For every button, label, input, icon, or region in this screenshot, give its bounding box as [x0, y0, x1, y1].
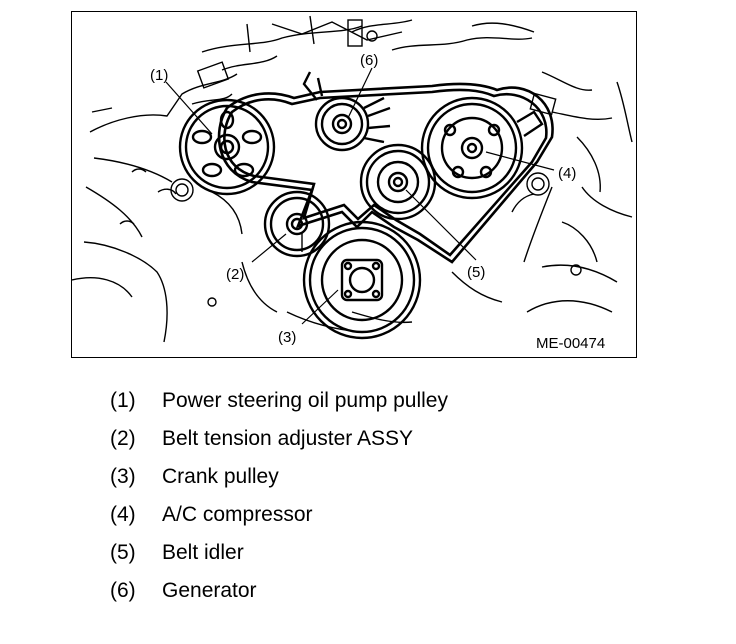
generator-pulley: [302, 71, 391, 152]
callout-5: (5): [467, 264, 485, 281]
legend-number: (6): [110, 579, 136, 602]
legend-label: Belt idler: [162, 541, 244, 564]
callout-2: (2): [226, 266, 244, 283]
legend-item: (3) Crank pulley: [110, 462, 448, 500]
power-steering-pulley: [178, 98, 276, 196]
legend-list: (1) Power steering oil pump pulley (2) B…: [110, 386, 448, 614]
callout-leaders: [165, 67, 555, 325]
legend-number: (3): [110, 465, 136, 488]
legend-label: A/C compressor: [162, 503, 313, 526]
legend-label: Generator: [162, 579, 257, 602]
belt-idler-pulley: [359, 143, 437, 221]
belt-routing-diagram: (1) (2) (3) (4) (5) (6) ME-00474: [71, 11, 637, 358]
engine-background: [72, 15, 633, 343]
legend-number: (1): [110, 389, 136, 412]
callout-6: (6): [360, 52, 378, 69]
legend-item: (4) A/C compressor: [110, 500, 448, 538]
legend-number: (4): [110, 503, 136, 526]
legend-number: (2): [110, 427, 136, 450]
figure-code: ME-00474: [536, 335, 605, 352]
legend-label: Belt tension adjuster ASSY: [162, 427, 413, 450]
legend-number: (5): [110, 541, 136, 564]
callout-4: (4): [558, 165, 576, 182]
legend-item: (5) Belt idler: [110, 538, 448, 576]
ac-compressor-pulley: [420, 96, 544, 200]
callout-1: (1): [150, 67, 168, 84]
legend-item: (2) Belt tension adjuster ASSY: [110, 424, 448, 462]
legend-item: (6) Generator: [110, 576, 448, 614]
diagram-drawing: (1) (2) (3) (4) (5) (6) ME-00474: [72, 15, 633, 352]
legend-item: (1) Power steering oil pump pulley: [110, 386, 448, 424]
legend-label: Crank pulley: [162, 465, 279, 488]
tension-adjuster-pulley: [263, 190, 331, 258]
crank-pulley: [302, 220, 422, 340]
callout-3: (3): [278, 329, 296, 346]
legend-label: Power steering oil pump pulley: [162, 389, 448, 412]
